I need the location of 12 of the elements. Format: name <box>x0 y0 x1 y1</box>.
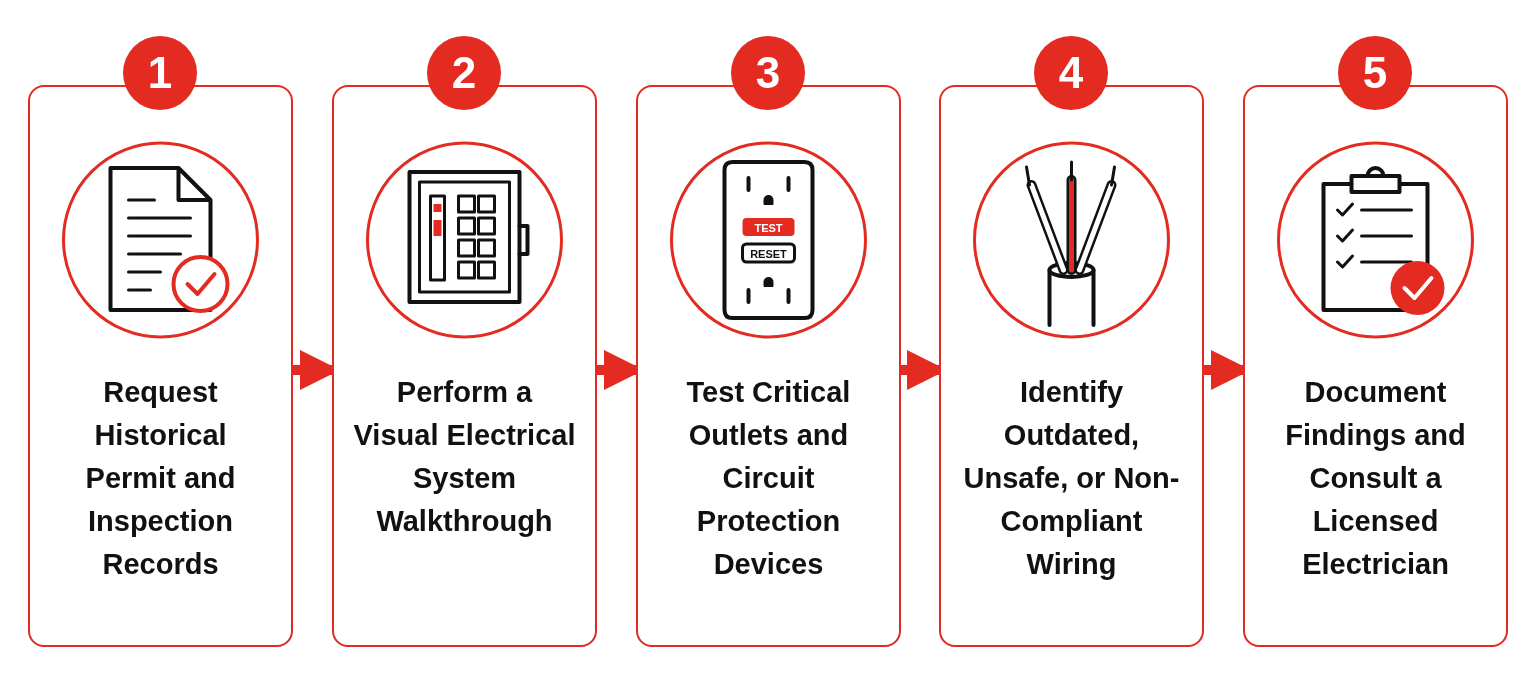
step-title: Perform a Visual Electrical System Walkthrough <box>352 375 577 539</box>
step-title: Request Historical Permit and Inspection Records <box>84 375 237 582</box>
step-number-badge: 5 <box>1338 36 1412 110</box>
step-number-badge: 4 <box>1034 36 1108 110</box>
step-title: Identify Outdated, Unsafe, or Non-Compliant Wiring <box>962 375 1181 582</box>
step-title: Document Findings and Consult a Licensed Electrician <box>1284 375 1467 582</box>
step-number-badge: 2 <box>427 36 501 110</box>
button-label: TEST <box>754 221 783 234</box>
step-title: Test Critical Outlets and Circuit Protection Devices <box>685 375 852 582</box>
button-label: RESET <box>750 247 787 260</box>
step-number-badge: 3 <box>731 36 805 110</box>
step-number-badge: 1 <box>123 36 197 110</box>
